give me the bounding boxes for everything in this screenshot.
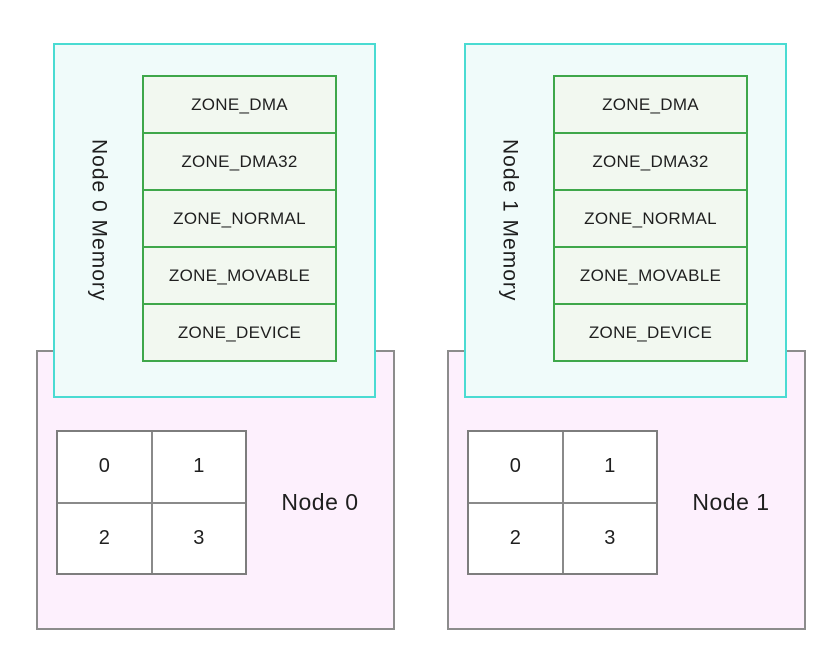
node1-memory-box: Node 1 Memory ZONE_DMA ZONE_DMA32 ZONE_N… — [464, 43, 787, 398]
cpu-cell: 2 — [469, 503, 562, 573]
zone-box: ZONE_MOVABLE — [142, 246, 337, 305]
zone-box: ZONE_DMA32 — [142, 132, 337, 191]
node0-zone-stack: ZONE_DMA ZONE_DMA32 ZONE_NORMAL ZONE_MOV… — [142, 75, 337, 362]
node1-cpu-grid: 0 1 2 3 — [467, 430, 658, 575]
zone-box: ZONE_MOVABLE — [553, 246, 748, 305]
cpu-cell: 1 — [152, 432, 245, 502]
node0-group: 0 1 2 3 Node 0 Node 0 Memory ZONE_DMA ZO… — [36, 43, 395, 630]
cpu-cell: 2 — [58, 503, 151, 573]
node1-label: Node 1 — [692, 489, 770, 515]
zone-box: ZONE_NORMAL — [142, 189, 337, 248]
zone-box: ZONE_DMA — [553, 75, 748, 134]
node1-memory-label: Node 1 Memory — [498, 139, 522, 302]
node0-cpu-grid: 0 1 2 3 — [56, 430, 247, 575]
node0-memory-label: Node 0 Memory — [87, 139, 111, 302]
cpu-cell: 3 — [563, 503, 656, 573]
cpu-cell: 0 — [58, 432, 151, 502]
cpu-cell: 1 — [563, 432, 656, 502]
cpu-cell: 0 — [469, 432, 562, 502]
zone-box: ZONE_DEVICE — [142, 303, 337, 362]
node0-label: Node 0 — [281, 489, 359, 515]
node0-memory-box: Node 0 Memory ZONE_DMA ZONE_DMA32 ZONE_N… — [53, 43, 376, 398]
zone-box: ZONE_NORMAL — [553, 189, 748, 248]
cpu-cell: 3 — [152, 503, 245, 573]
node1-group: 0 1 2 3 Node 1 Node 1 Memory ZONE_DMA ZO… — [447, 43, 806, 630]
zone-box: ZONE_DMA32 — [553, 132, 748, 191]
node1-zone-stack: ZONE_DMA ZONE_DMA32 ZONE_NORMAL ZONE_MOV… — [553, 75, 748, 362]
zone-box: ZONE_DEVICE — [553, 303, 748, 362]
zone-box: ZONE_DMA — [142, 75, 337, 134]
